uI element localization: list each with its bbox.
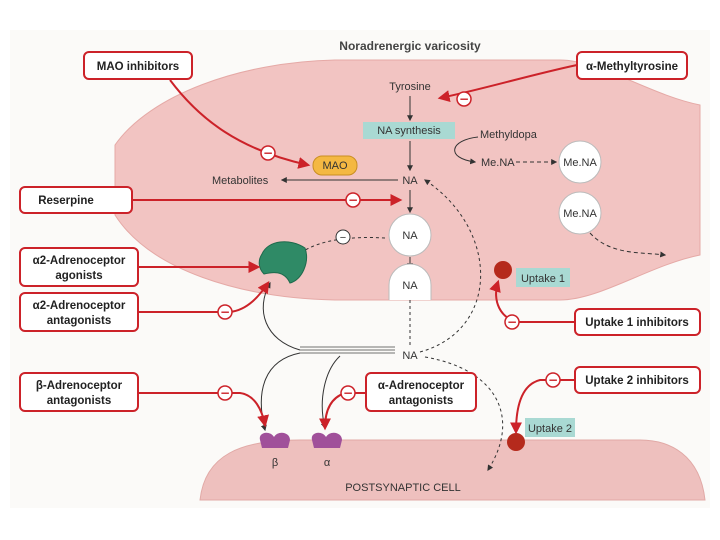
svg-text:α2-Adrenoceptor: α2-Adrenoceptor xyxy=(33,300,126,312)
svg-text:antagonists: antagonists xyxy=(47,395,112,407)
mena-vesicle-2-label: Me.NA xyxy=(563,208,597,220)
methyldopa-arrow xyxy=(454,136,479,165)
na-synapse-label: NA xyxy=(402,350,418,362)
alpha-receptor-label: α xyxy=(324,457,331,469)
na-vesicle-1 xyxy=(388,213,432,257)
mena-vesicle-1 xyxy=(558,140,602,184)
na-cytoplasm-label: NA xyxy=(402,175,418,187)
uptake2-dashed-arrow xyxy=(424,356,504,472)
uptake2-inhibitors-arrow xyxy=(510,379,575,435)
reserpine-inhibit-minus: − xyxy=(348,193,358,207)
na-vesicle-1-label: NA xyxy=(402,230,418,242)
svg-text:β-Adrenoceptor: β-Adrenoceptor xyxy=(36,380,123,392)
beta-receptor-label: β xyxy=(272,457,278,469)
reserpine-box: Reserpine xyxy=(19,186,133,214)
postsynaptic-cell xyxy=(199,439,706,501)
uptake2-inhibit-minus: − xyxy=(548,373,558,387)
mao-inhibit-circle xyxy=(260,145,276,161)
mao-enzyme xyxy=(312,155,358,176)
svg-text:Uptake 2 inhibitors: Uptake 2 inhibitors xyxy=(585,375,689,387)
uptake1-label: Uptake 1 xyxy=(521,273,565,285)
uptake2-inhibitors-box: Uptake 2 inhibitors xyxy=(574,366,701,394)
svg-text:antagonists: antagonists xyxy=(47,315,112,327)
methyltyrosine-inhibit-circle xyxy=(456,91,472,107)
uptake1-inhibitors-box: Uptake 1 inhibitors xyxy=(574,308,701,336)
beta-antagonists-box: β-Adrenoceptor antagonists xyxy=(19,372,139,412)
reserpine-inhibit-circle xyxy=(345,192,361,208)
uptake1-dashed-arrow xyxy=(419,179,482,353)
uptake1-box xyxy=(516,268,570,287)
uptake1-inhibitors-arrow xyxy=(489,279,575,323)
autoreceptor-minus-circle xyxy=(335,229,351,245)
postsynaptic-label: POSTSYNAPTIC CELL xyxy=(345,482,461,494)
alpha-receptor xyxy=(311,432,342,448)
mena-vesicle-2 xyxy=(558,191,602,235)
mao-inhibitors-box: MAO inhibitors xyxy=(83,51,193,80)
na-vesicle-2-label: NA xyxy=(402,280,418,292)
beta-receptor xyxy=(259,432,290,448)
beta-antagonists-arrow xyxy=(138,392,269,428)
methyltyrosine-box: α-Methyltyrosine xyxy=(576,51,688,80)
alpha-antagonists-box: α-Adrenoceptor antagonists xyxy=(365,372,477,412)
alpha-antagonists-inhibit-minus: − xyxy=(343,386,353,400)
alpha-antagonists-inhibit-circle xyxy=(340,385,356,401)
svg-text:agonists: agonists xyxy=(55,270,102,282)
tyrosine-label: Tyrosine xyxy=(389,81,431,93)
mao-inhibit-minus: − xyxy=(263,146,273,160)
alpha2-antagonists-inhibit-minus: − xyxy=(220,305,230,319)
uptake1-inhibit-circle xyxy=(504,314,520,330)
svg-text:MAO inhibitors: MAO inhibitors xyxy=(97,61,179,73)
na-synthesis-box xyxy=(363,122,455,139)
alpha2-antagonists-box: α2-Adrenoceptor antagonists xyxy=(19,292,139,332)
metabolites-label: Metabolites xyxy=(212,175,269,187)
alpha2-agonists-box: α2-Adrenoceptor agonists xyxy=(19,247,139,287)
methyldopa-label: Methyldopa xyxy=(480,129,538,141)
svg-text:Reserpine: Reserpine xyxy=(38,195,94,207)
mena-label: Me.NA xyxy=(481,157,515,169)
mao-inhibitors-arrow xyxy=(169,79,311,169)
svg-text:α2-Adrenoceptor: α2-Adrenoceptor xyxy=(33,255,126,267)
methyltyrosine-inhibit-minus: − xyxy=(459,92,469,106)
alpha2-antagonists-inhibit-circle xyxy=(217,304,233,320)
uptake2-label: Uptake 2 xyxy=(528,423,572,435)
uptake1-inhibit-minus: − xyxy=(507,315,517,329)
svg-text:Uptake 1 inhibitors: Uptake 1 inhibitors xyxy=(585,317,689,329)
svg-text:antagonists: antagonists xyxy=(389,395,454,407)
na-synthesis-label: NA synthesis xyxy=(377,125,441,137)
svg-text:α-Methyltyrosine: α-Methyltyrosine xyxy=(586,61,678,73)
beta-antagonists-inhibit-minus: − xyxy=(220,386,230,400)
mao-label: MAO xyxy=(322,160,348,172)
autoreceptor-inhibit-line xyxy=(301,237,386,253)
na-vesicle-2 xyxy=(388,263,432,300)
uptake2-inhibit-circle xyxy=(545,372,561,388)
autoreceptor-minus: − xyxy=(340,232,346,244)
svg-text:α-Adrenoceptor: α-Adrenoceptor xyxy=(378,380,465,392)
mena-vesicle-1-label: Me.NA xyxy=(563,157,597,169)
methyltyrosine-arrow xyxy=(437,64,578,102)
uptake1-transporter xyxy=(494,261,512,279)
uptake2-box xyxy=(525,418,575,437)
varicosity-membrane xyxy=(114,59,701,301)
mena-release-arrow xyxy=(589,232,667,258)
uptake2-transporter xyxy=(507,433,525,451)
diagram-title: Noradrenergic varicosity xyxy=(339,39,481,53)
beta-antagonists-inhibit-circle xyxy=(217,385,233,401)
